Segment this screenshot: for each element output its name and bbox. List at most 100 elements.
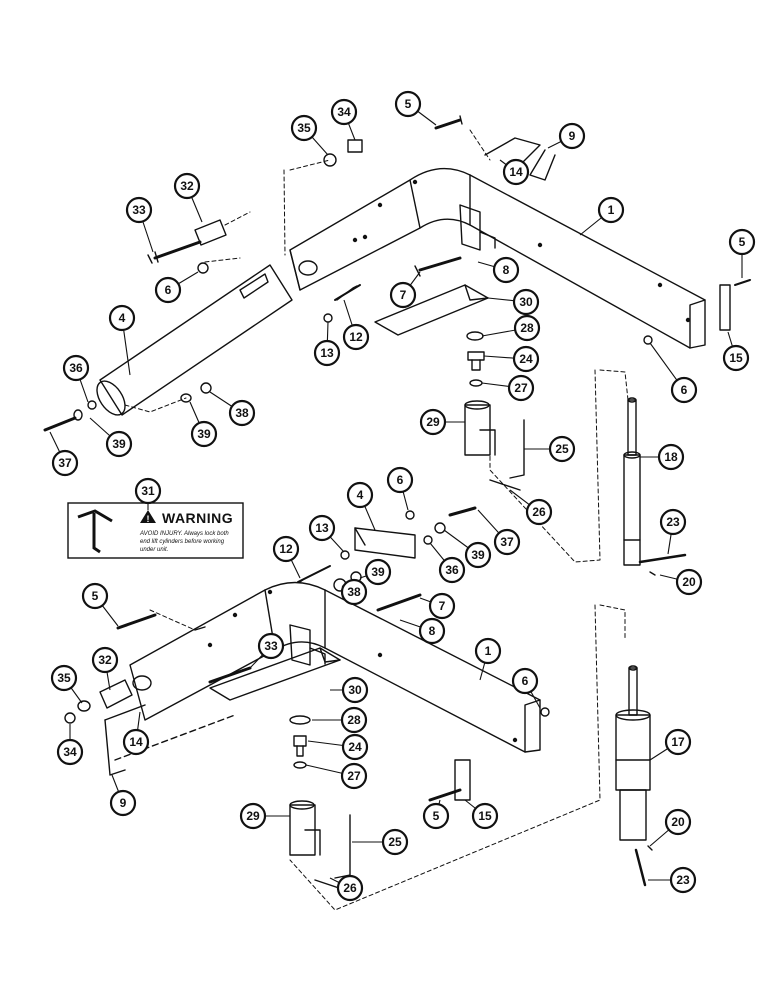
callout-upper-37: 37 (49, 431, 79, 477)
callout-number: 30 (348, 683, 362, 697)
callout-circle (313, 339, 341, 367)
callout-circle (664, 808, 692, 836)
upper-main-frame (289, 167, 706, 349)
callout-number: 33 (264, 639, 278, 653)
callout-circle (492, 256, 520, 284)
callout-circle (290, 114, 318, 142)
callout-circle (364, 558, 392, 586)
callout-circle (381, 828, 409, 856)
upper-pivot-tube (96, 264, 293, 416)
callout-circle (51, 449, 79, 477)
callout-circle (228, 399, 256, 427)
callout-lower-24: 24 (307, 733, 369, 761)
callout-number: 32 (180, 179, 194, 193)
callout-lower-4: 4 (346, 481, 376, 531)
callout-lower-28: 28 (312, 706, 368, 734)
callout-lower-34: 34 (56, 724, 84, 766)
callout-number: 37 (500, 535, 514, 549)
callout-lower-15: 15 (464, 799, 499, 830)
callout-number: 20 (682, 575, 696, 589)
callout-circle (670, 376, 698, 404)
callout-circle (418, 617, 446, 645)
callout-number: 7 (439, 599, 446, 613)
callout-upper-24: 24 (483, 345, 540, 373)
callout-number: 38 (235, 406, 249, 420)
callout-lower-9: 9 (109, 774, 137, 817)
callout-upper-34: 34 (330, 98, 358, 141)
callout-lower-26: 26 (329, 874, 364, 902)
callout-circle (272, 535, 300, 563)
callout-circle (422, 802, 450, 830)
callout-lower-32: 32 (91, 646, 119, 691)
callout-upper-36: 36 (62, 354, 90, 403)
callout-upper-8: 8 (477, 256, 520, 284)
callout-number: 5 (433, 809, 440, 823)
callout-lower-7: 7 (419, 592, 456, 620)
callout-circle (173, 172, 201, 200)
callout-lower-38: 38 (340, 578, 368, 606)
callout-lower-39-a: 39 (443, 529, 492, 569)
callout-upper-12: 12 (342, 299, 370, 351)
callout-upper-18: 18 (640, 443, 685, 471)
callout-upper-35: 35 (290, 114, 329, 156)
callout-lower-17: 17 (649, 728, 692, 761)
callout-circle (340, 578, 368, 606)
callout-circle (91, 646, 119, 674)
callout-number: 14 (509, 165, 523, 179)
callout-upper-1: 1 (579, 196, 625, 236)
callout-number: 23 (676, 873, 690, 887)
lower-main-frame (129, 581, 541, 753)
callout-lower-29: 29 (239, 802, 290, 830)
callout-circle (525, 498, 553, 526)
callout-circle (154, 276, 182, 304)
callout-circle (389, 281, 417, 309)
callout-number: 30 (519, 295, 533, 309)
callout-circle (548, 435, 576, 463)
callout-number: 35 (297, 121, 311, 135)
callout-number: 8 (429, 624, 436, 638)
callout-upper-29: 29 (419, 408, 465, 436)
callout-upper-39-a: 39 (189, 401, 218, 448)
callout-number: 6 (681, 383, 688, 397)
callout-number: 27 (514, 381, 528, 395)
callout-number: 7 (400, 288, 407, 302)
callout-number: 25 (388, 835, 402, 849)
callout-number: 13 (315, 521, 329, 535)
callout-number: 14 (129, 735, 143, 749)
callout-upper-25: 25 (524, 435, 576, 463)
callout-circle (105, 430, 133, 458)
upper-lift-cylinder (623, 397, 641, 566)
callout-upper-4: 4 (108, 304, 136, 376)
callout-circle (513, 314, 541, 342)
callout-upper-39-b: 39 (89, 417, 133, 458)
callout-upper-38: 38 (209, 391, 256, 427)
callout-upper-15: 15 (722, 331, 750, 372)
callout-circle (109, 789, 137, 817)
callout-lower-27: 27 (305, 762, 368, 790)
callout-lower-23: 23 (648, 866, 697, 894)
callout-number: 26 (343, 881, 357, 895)
callout-circle (56, 738, 84, 766)
callout-number: 24 (348, 740, 362, 754)
callout-upper-6-left: 6 (154, 271, 199, 304)
callout-number: 36 (445, 563, 459, 577)
callout-lower-5-a: 5 (81, 582, 119, 627)
callout-circle (507, 374, 535, 402)
callout-upper-26: 26 (509, 489, 553, 526)
callout-circle (728, 228, 756, 256)
callout-number: 31 (141, 484, 155, 498)
callout-number: 1 (485, 644, 492, 658)
callout-upper-6-right: 6 (649, 342, 698, 404)
callout-number: 26 (532, 505, 546, 519)
callout-number: 23 (666, 515, 680, 529)
callout-circle (659, 508, 687, 536)
callout-lower-20: 20 (649, 808, 692, 847)
callout-lower-33: 33 (249, 632, 285, 669)
lower-lift-cylinder (615, 665, 651, 841)
callout-lower-37: 37 (477, 509, 521, 556)
callout-number: 4 (119, 311, 126, 325)
callout-number: 39 (197, 427, 211, 441)
callout-number: 33 (132, 203, 146, 217)
